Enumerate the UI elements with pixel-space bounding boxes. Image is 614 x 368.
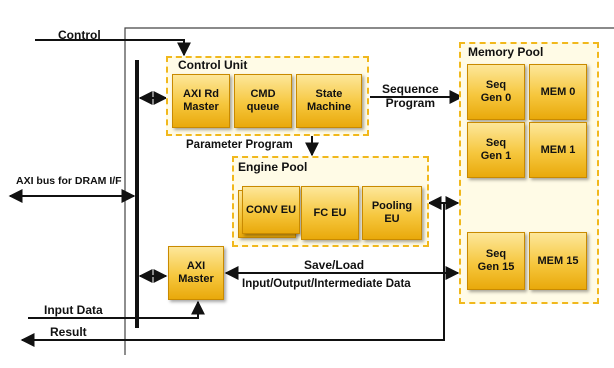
control-unit-title: Control Unit xyxy=(178,58,248,72)
mem-15-block: MEM 15 xyxy=(529,232,587,290)
seq-gen-0-label: Seq Gen 0 xyxy=(480,79,512,104)
pooling-eu-label: Pooling EU xyxy=(371,200,413,225)
state-machine-block: State Machine xyxy=(296,74,362,128)
cmd-queue-label: CMD queue xyxy=(246,88,280,113)
engine-pool-title: Engine Pool xyxy=(238,160,308,174)
io-data-label: Input/Output/Intermediate Data xyxy=(242,278,411,290)
seq-gen-15-label: Seq Gen 15 xyxy=(477,248,515,273)
fc-eu-label: FC EU xyxy=(313,206,347,219)
input-data-label: Input Data xyxy=(44,303,103,317)
seq-gen-0-block: Seq Gen 0 xyxy=(467,64,525,120)
parameter-program-label: Parameter Program xyxy=(186,139,293,151)
fc-eu-block: FC EU xyxy=(301,186,359,240)
mem-0-label: MEM 0 xyxy=(540,85,576,98)
control-label: Control xyxy=(58,28,101,42)
seq-gen-1-block: Seq Gen 1 xyxy=(467,122,525,178)
axi-bus-label: AXI bus for DRAM I/F xyxy=(16,175,122,187)
pooling-eu-block: Pooling EU xyxy=(362,186,422,240)
memory-pool-title: Memory Pool xyxy=(468,45,544,59)
mem-1-block: MEM 1 xyxy=(529,122,587,178)
seq-gen-15-block: Seq Gen 15 xyxy=(467,232,525,290)
mem-15-label: MEM 15 xyxy=(537,254,579,267)
mem-1-label: MEM 1 xyxy=(540,143,576,156)
chip-boundary xyxy=(124,27,614,355)
result-label: Result xyxy=(50,325,87,339)
axi-master-label: AXI Master xyxy=(178,260,214,285)
axi-master-block: AXI Master xyxy=(168,246,224,300)
conv-eu-label: CONV EU xyxy=(245,203,297,216)
state-machine-label: State Machine xyxy=(306,88,351,113)
result-arrow xyxy=(20,203,445,347)
axi-rd-master-label: AXI Rd Master xyxy=(182,88,220,113)
control-arrow xyxy=(35,39,191,57)
input-data-arrow xyxy=(28,300,205,319)
mem-0-block: MEM 0 xyxy=(529,64,587,120)
sequence-program-label: Sequence Program xyxy=(382,82,439,110)
cmd-queue-block: CMD queue xyxy=(234,74,292,128)
save-load-label: Save/Load xyxy=(304,258,365,272)
seq-gen-1-label: Seq Gen 1 xyxy=(480,137,512,162)
conv-eu-block: CONV EU xyxy=(242,186,300,234)
axi-rd-master-block: AXI Rd Master xyxy=(172,74,230,128)
